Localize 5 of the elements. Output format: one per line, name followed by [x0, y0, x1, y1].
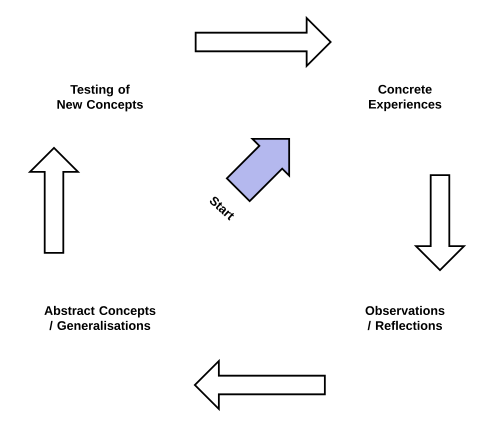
stage-label: Observations / Reflections	[366, 306, 444, 330]
stage-label: Testing of New Concepts	[57, 84, 143, 112]
block-arrow	[226, 138, 290, 202]
stage-label: Concrete Experiences	[369, 84, 442, 112]
stage-label: Abstract Concepts / Generalisations	[44, 306, 156, 330]
